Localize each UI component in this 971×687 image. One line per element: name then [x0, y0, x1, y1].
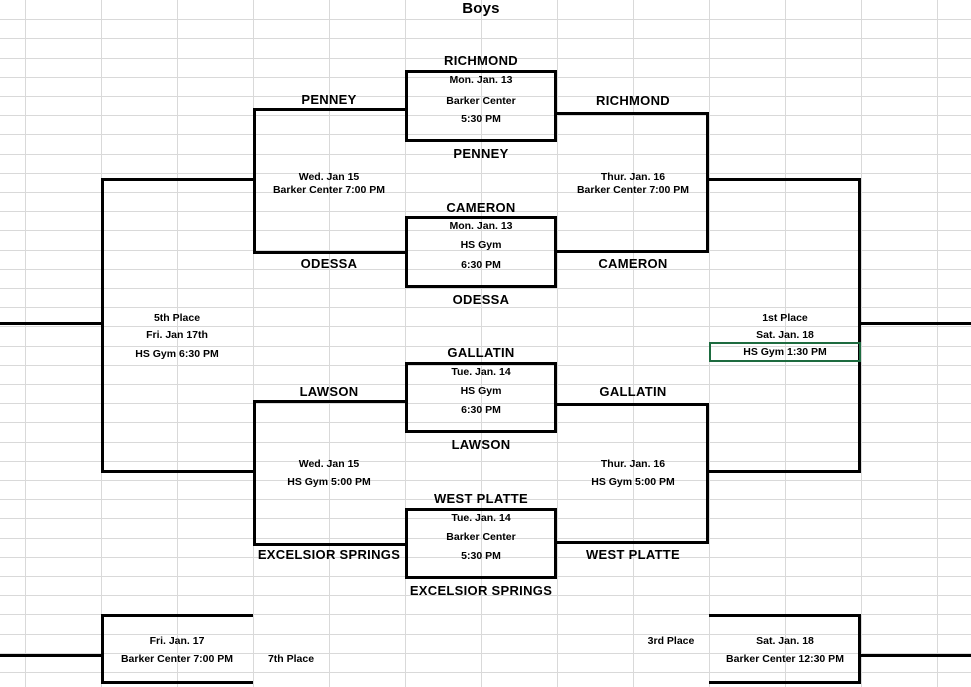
game-venue-cameron-odessa: HS Gym: [460, 239, 502, 251]
seventh-place-vline: [101, 614, 104, 684]
seventh-place-feed-line: [0, 654, 104, 657]
game-time-richmond-penney: 5:30 PM: [461, 113, 501, 125]
semi-right-1-bottom-line: [557, 250, 709, 253]
grid-row-line: [0, 192, 971, 193]
fifth-place-bottom-line: [101, 470, 253, 473]
semi-right-2-bottom-line: [557, 541, 709, 544]
first-place-venue-time: HS Gym 1:30 PM: [743, 346, 827, 358]
seventh-place-label: 7th Place: [267, 653, 315, 665]
team-odessa-semi: ODESSA: [300, 256, 358, 271]
game-time-cameron-odessa: 6:30 PM: [461, 259, 501, 271]
semi-right-2-top-line: [557, 403, 709, 406]
first-place-bottom-line: [709, 470, 861, 473]
team-excelsior-semi: EXCELSIOR SPRINGS: [257, 547, 401, 562]
game-date-richmond-penney: Mon. Jan. 13: [449, 74, 513, 86]
grid-column-line: [861, 0, 862, 687]
fifth-place-feed-line: [0, 322, 104, 325]
page-title: Boys: [462, 0, 500, 17]
team-richmond-r1: RICHMOND: [444, 53, 518, 68]
semi-left-2-bottom-line: [253, 543, 405, 546]
fifth-place-vline: [101, 178, 104, 473]
third-place-top-line: [709, 614, 861, 617]
semi-right-2-venue-time: HS Gym 5:00 PM: [591, 476, 675, 488]
semi-left-1-venue-time: Barker Center 7:00 PM: [272, 184, 386, 196]
grid-row-line: [0, 480, 971, 481]
semi-left-2-vline: [253, 400, 256, 546]
team-westplatte-r1: WEST PLATTE: [433, 491, 529, 506]
game-venue-richmond-penney: Barker Center: [446, 95, 516, 107]
game-venue-gallatin-lawson: HS Gym: [460, 385, 502, 397]
third-place-bottom-line: [709, 681, 861, 684]
game-venue-westplatte-excelsior: Barker Center: [446, 531, 516, 543]
grid-row-line: [0, 173, 971, 174]
first-place-label: 1st Place: [762, 312, 808, 324]
first-place-top-line: [709, 178, 861, 181]
semi-left-1-vline: [253, 108, 256, 254]
semi-left-2-venue-time: HS Gym 5:00 PM: [287, 476, 371, 488]
team-cameron-r1: CAMERON: [446, 200, 516, 215]
game-box-richmond-penney[interactable]: [405, 70, 557, 142]
game-time-gallatin-lawson: 6:30 PM: [461, 404, 501, 416]
team-odessa-r1: ODESSA: [452, 292, 510, 307]
game-date-westplatte-excelsior: Tue. Jan. 14: [451, 512, 511, 524]
semi-left-2-top-line: [253, 400, 405, 403]
grid-row-line: [0, 19, 971, 20]
semi-left-1-top-line: [253, 108, 405, 111]
seventh-place-bottom-line: [101, 681, 253, 684]
team-lawson-semi: LAWSON: [299, 384, 359, 399]
semi-right-1-vline: [706, 112, 709, 253]
grid-row-line: [0, 288, 971, 289]
team-lawson-r1: LAWSON: [451, 437, 511, 452]
seventh-place-top-line: [101, 614, 253, 617]
fifth-place-venue-time: HS Gym 6:30 PM: [135, 348, 219, 360]
first-place-feed-line: [858, 322, 971, 325]
game-date-gallatin-lawson: Tue. Jan. 14: [451, 366, 511, 378]
semi-right-2-vline: [706, 403, 709, 544]
third-place-label: 3rd Place: [647, 635, 695, 647]
grid-column-line: [25, 0, 26, 687]
semi-right-1-date: Thur. Jan. 16: [600, 171, 666, 183]
grid-column-line: [937, 0, 938, 687]
semi-left-2-date: Wed. Jan 15: [298, 458, 360, 470]
seventh-place-date: Fri. Jan. 17: [149, 635, 205, 647]
game-box-cameron-odessa[interactable]: [405, 216, 557, 288]
third-place-date: Sat. Jan. 18: [756, 635, 814, 647]
game-time-westplatte-excelsior: 5:30 PM: [461, 550, 501, 562]
semi-right-1-top-line: [557, 112, 709, 115]
team-excelsior-r1: EXCELSIOR SPRINGS: [409, 583, 553, 598]
semi-left-1-bottom-line: [253, 251, 405, 254]
first-place-vline: [858, 178, 861, 473]
first-place-date: Sat. Jan. 18: [756, 329, 814, 341]
fifth-place-label: 5th Place: [153, 312, 201, 324]
team-cameron-semi: CAMERON: [598, 256, 668, 271]
semi-left-1-date: Wed. Jan 15: [298, 171, 360, 183]
semi-right-2-date: Thur. Jan. 16: [600, 458, 666, 470]
team-westplatte-semi: WEST PLATTE: [585, 547, 681, 562]
game-box-gallatin-lawson[interactable]: [405, 362, 557, 433]
fifth-place-top-line: [101, 178, 253, 181]
semi-right-1-venue-time: Barker Center 7:00 PM: [576, 184, 690, 196]
team-gallatin-r1: GALLATIN: [447, 345, 515, 360]
game-date-cameron-odessa: Mon. Jan. 13: [449, 220, 513, 232]
third-place-venue-time: Barker Center 12:30 PM: [726, 653, 844, 665]
fifth-place-date: Fri. Jan 17th: [146, 329, 208, 341]
game-box-westplatte-excelsior[interactable]: [405, 508, 557, 579]
third-place-vline: [858, 614, 861, 684]
team-penney-semi: PENNEY: [301, 92, 357, 107]
seventh-place-venue-time: Barker Center 7:00 PM: [120, 653, 234, 665]
first-place-highlight-box[interactable]: [709, 342, 861, 362]
team-gallatin-semi: GALLATIN: [599, 384, 667, 399]
grid-row-line: [0, 672, 971, 673]
grid-row-line: [0, 38, 971, 39]
third-place-feed-line: [858, 654, 971, 657]
team-richmond-semi: RICHMOND: [596, 93, 670, 108]
grid-row-line: [0, 461, 971, 462]
team-penney-r1: PENNEY: [453, 146, 509, 161]
